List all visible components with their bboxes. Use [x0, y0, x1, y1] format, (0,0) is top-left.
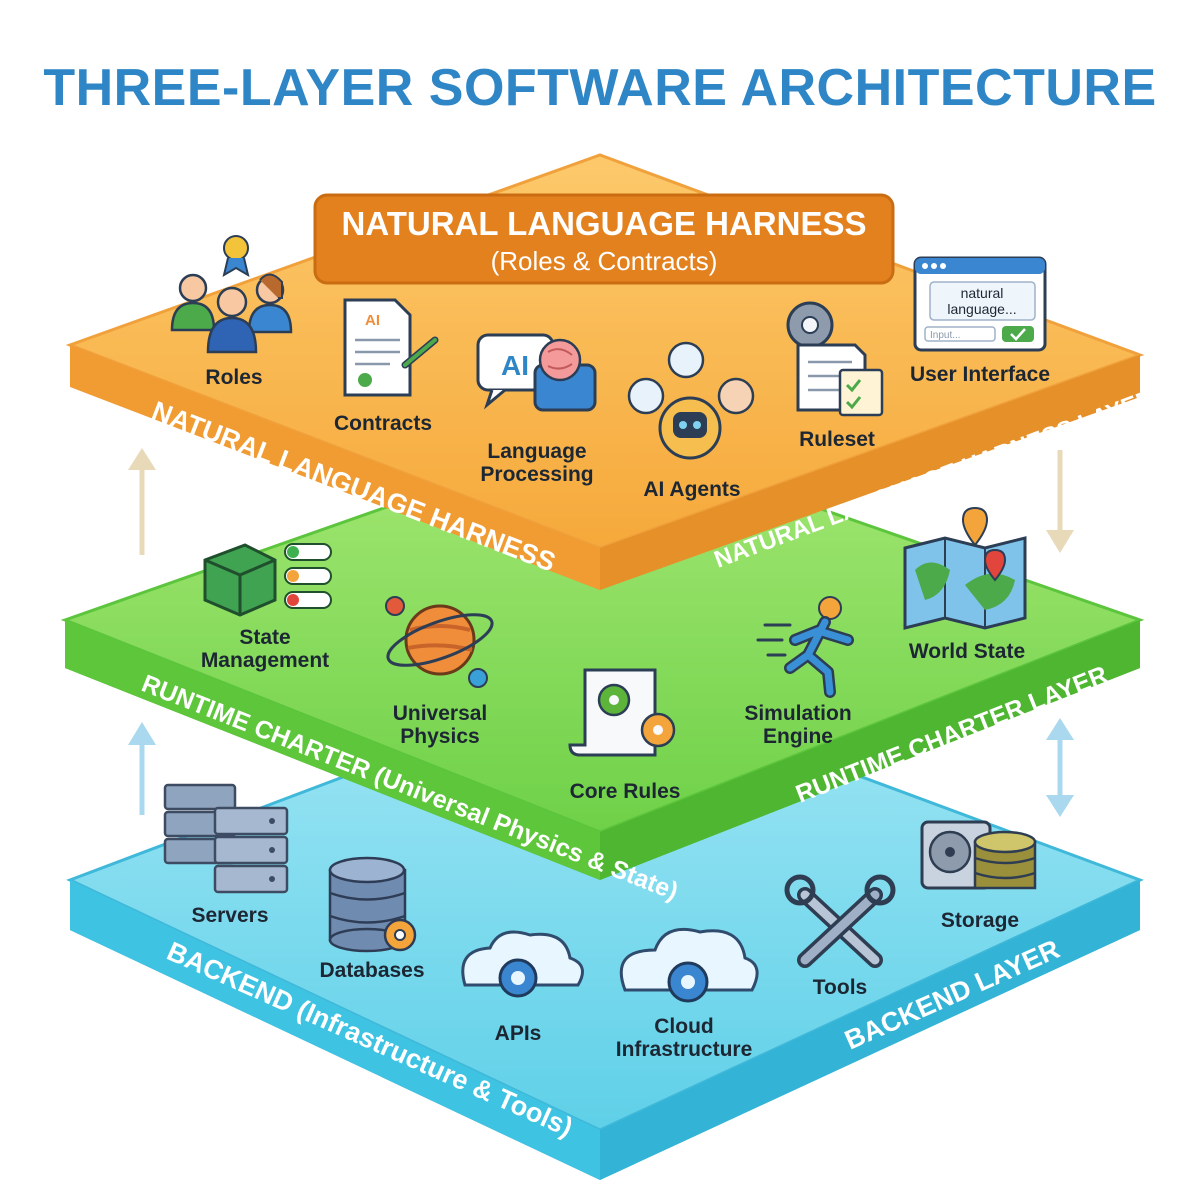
- cloud-infrastructure-label-1: Cloud: [654, 1015, 713, 1038]
- harness-banner-subtitle: (Roles & Contracts): [491, 246, 718, 276]
- servers-icon: [163, 783, 289, 894]
- cloud-infrastructure-label-2: Infrastructure: [616, 1038, 753, 1061]
- world-state-icon: [903, 506, 1027, 630]
- flow-arrows: [128, 448, 1074, 817]
- contracts-icon-text: AI: [365, 312, 380, 329]
- runtime-slab-front-left: [65, 620, 600, 880]
- servers-label: Servers: [191, 904, 268, 927]
- contracts-icon: AI: [343, 298, 439, 397]
- ruleset-label: Ruleset: [799, 428, 875, 451]
- cloud-infrastructure-icon: [619, 927, 759, 1003]
- language-processing-label-1: Language: [487, 440, 586, 463]
- harness-layer: NATURAL LANGUAGE HARNESS NATURAL LANGUAG…: [65, 153, 1158, 590]
- universal-physics-label-1: Universal: [393, 702, 488, 725]
- harness-banner-title: NATURAL LANGUAGE HARNESS: [342, 205, 867, 242]
- roles-label: Roles: [205, 366, 262, 389]
- databases-icon: [328, 856, 417, 953]
- ai-agents-icon: [627, 341, 755, 460]
- simulation-engine-label-2: Engine: [763, 725, 833, 748]
- universal-physics-label-2: Physics: [400, 725, 479, 748]
- harness-slab-front-right: [600, 355, 1140, 590]
- language-processing-icon-text: AI: [501, 350, 529, 381]
- ui-icon-input: Input...: [930, 330, 961, 341]
- backend-slab-front-right: [600, 880, 1140, 1180]
- world-state-label: World State: [909, 640, 1025, 663]
- core-rules-label: Core Rules: [570, 780, 681, 803]
- ui-icon-text-1: natural: [961, 285, 1004, 301]
- runtime-layer: RUNTIME CHARTER (Universal Physics & Sta…: [60, 430, 1145, 906]
- databases-label: Databases: [319, 959, 424, 982]
- state-management-icon: [203, 543, 332, 617]
- storage-label: Storage: [941, 909, 1019, 932]
- apis-icon: [461, 930, 584, 998]
- universal-physics-icon: [385, 596, 494, 688]
- simulation-engine-label-1: Simulation: [744, 702, 851, 725]
- storage-icon: [920, 820, 1037, 890]
- language-processing-icon: AI: [476, 333, 597, 412]
- harness-slab-front-left: [70, 345, 600, 590]
- state-management-label-2: Management: [201, 649, 329, 672]
- apis-label: APIs: [495, 1022, 542, 1045]
- ruleset-icon: [786, 301, 884, 417]
- page-title: THREE-LAYER SOFTWARE ARCHITECTURE: [43, 59, 1157, 117]
- backend-slab-front-left: [70, 880, 600, 1180]
- user-interface-icon: natural language... Input...: [913, 256, 1047, 352]
- runtime-slab-front-right: [600, 620, 1140, 880]
- ai-agents-label: AI Agents: [643, 478, 740, 501]
- user-interface-label: User Interface: [910, 363, 1050, 386]
- roles-icon: [170, 235, 293, 354]
- simulation-engine-icon: [756, 596, 854, 698]
- tools-label: Tools: [813, 976, 867, 999]
- core-rules-icon: [568, 668, 676, 757]
- language-processing-label-2: Processing: [480, 463, 593, 486]
- harness-banner: NATURAL LANGUAGE HARNESS (Roles & Contra…: [313, 193, 895, 285]
- contracts-label: Contracts: [334, 412, 432, 435]
- ui-icon-text-2: language...: [947, 301, 1016, 317]
- tools-icon: [784, 874, 896, 968]
- state-management-label-1: State: [239, 626, 290, 649]
